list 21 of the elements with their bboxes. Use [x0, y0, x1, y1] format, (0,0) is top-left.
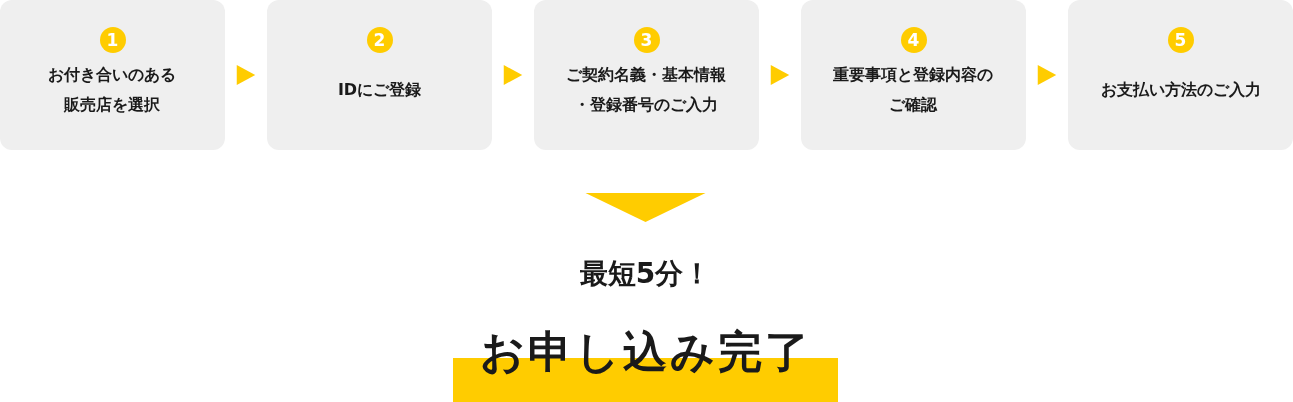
- step-box: [801, 0, 1026, 150]
- step-label: ご契約名義・基本情報・登録番号のご入力: [565, 64, 728, 116]
- arrow: [770, 65, 790, 85]
- arrow: [585, 193, 706, 222]
- step-box: [267, 0, 492, 150]
- step-number: 2: [366, 27, 393, 53]
- step-number: 3: [633, 27, 660, 53]
- step-box: [0, 0, 225, 150]
- step-number: 5: [1167, 27, 1194, 53]
- duration-text: 最短5分！: [578, 256, 713, 292]
- arrow: [503, 65, 523, 85]
- step-number: 4: [900, 27, 927, 53]
- step-label: 重要事項と登録内容のご確認: [832, 64, 995, 116]
- step-label: お支払い方法のご入力: [1100, 79, 1261, 101]
- step-box: [534, 0, 759, 150]
- arrow: [1037, 65, 1057, 85]
- step-box: [1068, 0, 1293, 150]
- step-number: 1: [99, 27, 126, 53]
- step-label: IDにご登録: [337, 79, 422, 101]
- step-label: お付き合いのある販売店を選択: [47, 64, 178, 116]
- arrow: [236, 65, 256, 85]
